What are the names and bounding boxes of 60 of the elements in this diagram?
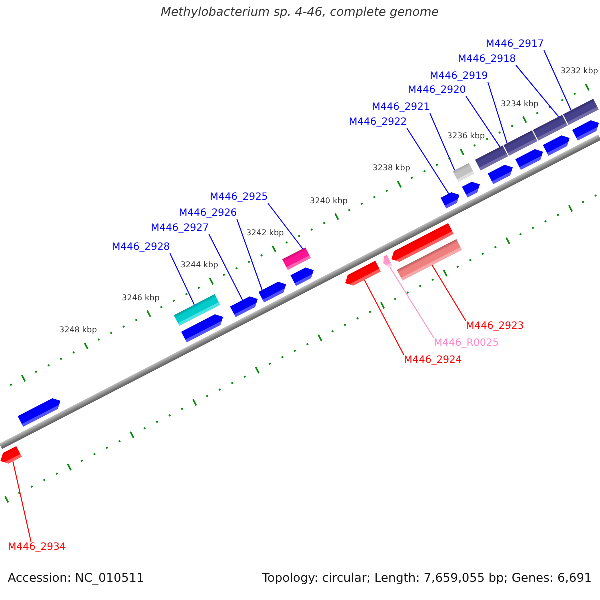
leader-line <box>488 82 508 144</box>
gene-block <box>488 165 513 184</box>
leader-line <box>208 234 244 301</box>
leader-line <box>406 128 450 194</box>
gene-block <box>290 268 314 286</box>
gene-block <box>572 120 600 141</box>
gene-label: M446_2934 <box>8 542 66 554</box>
gene-block <box>543 136 570 156</box>
gene-label: M446_2924 <box>404 355 462 366</box>
leader-line <box>12 461 32 542</box>
gene-label: M446_2922 <box>349 117 408 128</box>
gene-label: M446_2921 <box>372 102 430 114</box>
position-label: 3232 kbp <box>560 66 598 76</box>
position-label: 3238 kbp <box>372 164 410 174</box>
gene-label: M446_2917 <box>486 39 544 50</box>
position-label: 3248 kbp <box>60 326 98 335</box>
leader-line <box>170 253 196 306</box>
accession-text: Accession: NC_010511 <box>8 572 144 586</box>
gene-label: M446_2927 <box>151 223 210 234</box>
gene-block <box>475 146 508 171</box>
gene-label: M446_2925 <box>210 192 268 204</box>
gene-label: M446_2928 <box>112 242 170 254</box>
gene-label: M446_2920 <box>408 85 466 96</box>
leader-line <box>516 65 560 118</box>
leader-line <box>430 113 456 172</box>
gene-block <box>563 99 600 126</box>
map-title: Methylobacterium sp. 4-46, complete genome <box>160 6 440 20</box>
gene-block <box>533 115 568 141</box>
gene-block <box>345 261 382 286</box>
position-label: 3242 kbp <box>246 228 284 238</box>
position-label: 3234 kbp <box>501 99 539 108</box>
leader-line <box>466 96 501 148</box>
gene-block <box>504 130 538 156</box>
leader-line <box>364 280 404 356</box>
leader-line <box>432 264 466 322</box>
gene-block <box>384 255 393 268</box>
position-label: 3236 kbp <box>447 132 486 141</box>
gene-label: M446_2919 <box>430 71 488 82</box>
gene-block <box>462 182 480 198</box>
gene-label: M446_2918 <box>458 54 516 66</box>
gene-block <box>18 398 61 428</box>
gene-label: M446_2923 <box>466 321 524 332</box>
leader-line <box>544 50 572 111</box>
position-label: 3246 kbp <box>122 293 160 302</box>
leader-line <box>268 203 304 250</box>
gene-block <box>0 446 22 464</box>
genome-summary-text: Topology: circular; Length: 7,659,055 bp; Genes: 6,691 <box>262 572 592 586</box>
gene-label: M446_R0025 <box>434 338 500 350</box>
gene-block <box>230 296 258 318</box>
gene-block <box>181 314 224 343</box>
gene-block <box>440 192 460 209</box>
gene-label: M446_2926 <box>179 208 238 220</box>
gene-block <box>516 149 544 170</box>
leader-line <box>389 266 434 338</box>
gene-block <box>258 282 286 303</box>
gene-block <box>453 163 475 182</box>
position-label: 3240 kbp <box>310 196 348 206</box>
position-label: 3244 kbp <box>180 260 218 270</box>
gene-block <box>392 223 454 262</box>
leader-line <box>236 219 263 291</box>
